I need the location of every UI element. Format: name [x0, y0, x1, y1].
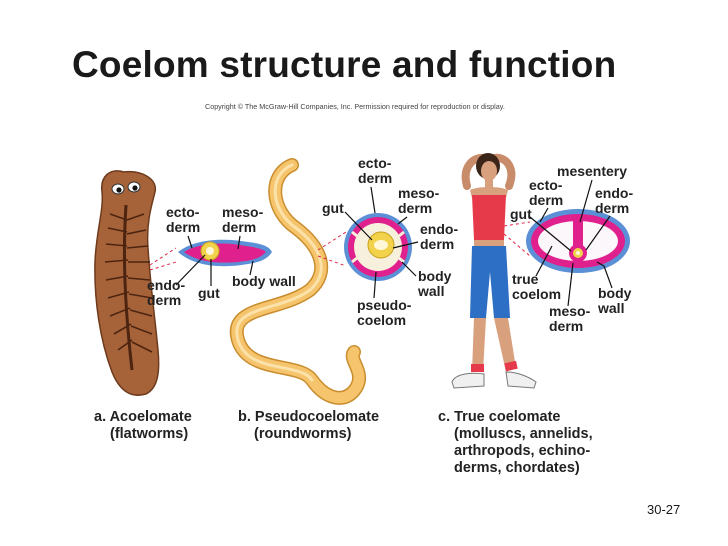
label-mesoderm-c2: derm — [549, 318, 583, 334]
label-gut-c: gut — [510, 206, 532, 222]
label-gut-b: gut — [322, 200, 344, 216]
label-mesoderm-a2: derm — [222, 219, 256, 235]
panel-true-coelomate: mesentery ecto- derm endo- derm gut true… — [438, 153, 633, 476]
caption-a-line2: (flatworms) — [110, 426, 188, 442]
caption-c-line3: arthropods, echino- — [454, 443, 590, 459]
label-ectoderm-c1: ecto- — [529, 177, 563, 193]
label-endoderm-b1: endo- — [420, 221, 458, 237]
label-endoderm-c1: endo- — [595, 185, 633, 201]
label-body-wall-b1: body — [418, 268, 452, 284]
label-endoderm-a1: endo- — [147, 277, 185, 293]
label-endoderm-c2: derm — [595, 200, 629, 216]
label-ectoderm-a2: derm — [166, 219, 200, 235]
label-gut-a: gut — [198, 285, 220, 301]
label-body-wall-c1: body — [598, 285, 632, 301]
label-ectoderm-a1: ecto- — [166, 204, 200, 220]
label-mesoderm-a1: meso- — [222, 204, 264, 220]
acoelomate-cross-section — [178, 239, 272, 267]
label-mesentery: mesentery — [557, 163, 627, 179]
label-pseudocoelom-2: coelom — [357, 312, 406, 328]
human-illustration — [451, 153, 537, 389]
caption-c-line2: (molluscs, annelids, — [454, 426, 593, 442]
caption-c-line4: derms, chordates) — [454, 460, 580, 476]
panel-acoelomate: ecto- derm meso- derm endo- derm gut bod… — [94, 170, 296, 442]
caption-b-line2: (roundworms) — [254, 426, 352, 442]
caption-b-line1: b. Pseudocoelomate — [238, 409, 379, 425]
label-ectoderm-b2: derm — [358, 170, 392, 186]
label-mesoderm-b2: derm — [398, 200, 432, 216]
label-ectoderm-b1: ecto- — [358, 155, 392, 171]
label-body-wall-c2: wall — [597, 300, 624, 316]
label-true-coelom-1: true — [512, 271, 539, 287]
panel-pseudocoelomate: ecto- derm meso- derm gut endo- derm bod… — [229, 155, 458, 442]
label-mesoderm-c1: meso- — [549, 303, 591, 319]
roundworm-illustration — [229, 158, 367, 405]
label-endoderm-b2: derm — [420, 236, 454, 252]
copyright-notice: Copyright © The McGraw-Hill Companies, I… — [205, 102, 505, 111]
caption-c-line1: c. True coelomate — [438, 409, 561, 425]
label-body-wall-b2: wall — [417, 283, 444, 299]
label-mesoderm-b1: meso- — [398, 185, 440, 201]
pseudocoelomate-cross-section — [344, 213, 412, 281]
flatworm-illustration — [94, 170, 160, 396]
label-pseudocoelom-1: pseudo- — [357, 297, 412, 313]
label-ectoderm-c2: derm — [529, 192, 563, 208]
slide-number: 30-27 — [647, 502, 681, 517]
label-body-wall-a: body wall — [232, 273, 296, 289]
label-true-coelom-2: coelom — [512, 286, 561, 302]
page-title: Coelom structure and function — [72, 44, 617, 85]
caption-a-line1: a. Acoelomate — [94, 409, 192, 425]
label-endoderm-a2: derm — [147, 292, 181, 308]
